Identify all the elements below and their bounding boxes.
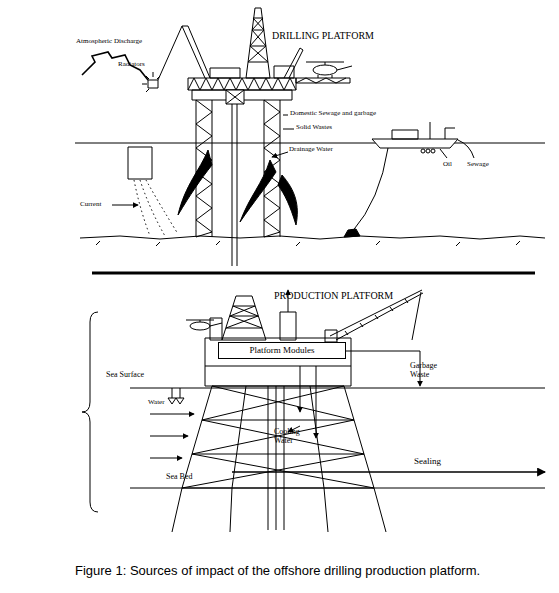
bracket [82,312,98,512]
water-intake [168,388,184,404]
supply-boat [431,149,435,153]
deck-truss [188,78,296,90]
supply-boat [344,122,474,237]
leader-arrow [112,115,294,205]
discharge-wisp [278,175,297,225]
supply-boat [440,140,474,158]
sealing-arrow [232,472,545,473]
seabed-line [80,236,545,246]
helideck [296,78,346,83]
submerged-tank [128,147,152,179]
crane [158,26,210,80]
annotation-label: Radiators [118,61,145,69]
deck-truss [210,68,240,78]
leader-arrow [283,115,294,129]
deck-truss [274,66,294,78]
discharge-plume [134,180,178,236]
water-intake [168,398,184,404]
helideck [296,62,352,83]
annotation-label: Sea Surface [106,371,144,380]
supply-boat [426,149,430,153]
panel-heading: DRILLING PLATFORM [272,30,374,41]
annotation-label: Oil [443,161,452,169]
derrick [246,8,270,78]
deck-truss [226,90,244,104]
derrick [248,18,268,62]
discharge-wisp [240,160,276,222]
annotation-label: Sewage [467,161,489,169]
derrick [210,296,266,340]
module-block [205,338,351,386]
leader-arrow [272,152,288,157]
discharge-arrow [346,351,420,386]
annotation-label: Sealing [414,457,441,467]
discharge-plume [134,180,178,236]
seabed-line [96,241,520,246]
atmospheric-discharge-plume [82,52,148,80]
annotation-label: Sea Bed [166,473,192,482]
current-arrow [150,436,188,437]
discharge-arrow [300,366,301,412]
jacket-structure [172,488,386,532]
supply-boat [430,122,455,139]
node-label: Platform Modules [249,346,314,355]
helideck [313,65,337,75]
panel-heading: PRODUCTION PLATFORM [274,290,393,301]
jacket-structure [268,386,284,530]
sea-surface-line [75,143,545,144]
water-intake [172,388,180,398]
derrick [222,296,266,340]
atmospheric-discharge-plume [82,52,148,80]
drill-pipe [232,104,237,266]
seabed-line [130,488,545,489]
supply-boat [352,148,388,232]
annotation-label: Solid Wastes [296,124,332,132]
discharge-wisp [178,150,212,215]
deck-truss [226,90,244,104]
figure-caption: Figure 1: Sources of impact of the offsh… [75,563,559,578]
current-arrow [150,414,194,415]
seabed-line [80,236,545,239]
supply-boat [392,130,418,139]
sea-surface-line [75,143,545,144]
leader-arrow [112,205,138,206]
deck-truss [188,78,296,90]
deck-truss [188,66,296,104]
annotation-label: Current [80,201,101,209]
supply-boat [421,149,425,153]
supply-boat [344,229,360,237]
supply-boat [372,139,458,148]
discharge-wisp [178,150,297,225]
annotation-label: Drainage Water [289,146,333,154]
process-box: Platform Modules [218,342,346,359]
helicopter [186,320,222,326]
sealing-arrow [232,471,545,473]
derrick [210,318,222,340]
annotation-label: Cooling Water [274,428,304,446]
radiator [148,80,158,88]
helideck [306,62,352,78]
annotation-label: Garbage Waste [410,362,444,380]
crane [412,292,421,340]
annotation-label: Atmospheric Discharge [76,38,142,46]
current-arrow [150,414,194,458]
seabed-line [130,488,545,489]
panel-divider [92,273,535,274]
helideck [296,78,350,83]
derrick [226,306,262,328]
flare-stack [280,312,296,340]
submerged-tank [128,147,152,179]
module-block [205,338,351,386]
annotation-label: Water [148,399,165,407]
derrick [246,8,270,78]
bracket [82,312,98,512]
drill-pipe [232,104,237,266]
helicopter [190,322,210,330]
current-arrow [150,458,182,459]
jacket-structure [172,386,386,532]
module-block [205,366,351,367]
helicopter [186,320,222,330]
annotation-label: Domestic Sewage and garbage [290,110,376,118]
panel-divider [92,272,535,275]
